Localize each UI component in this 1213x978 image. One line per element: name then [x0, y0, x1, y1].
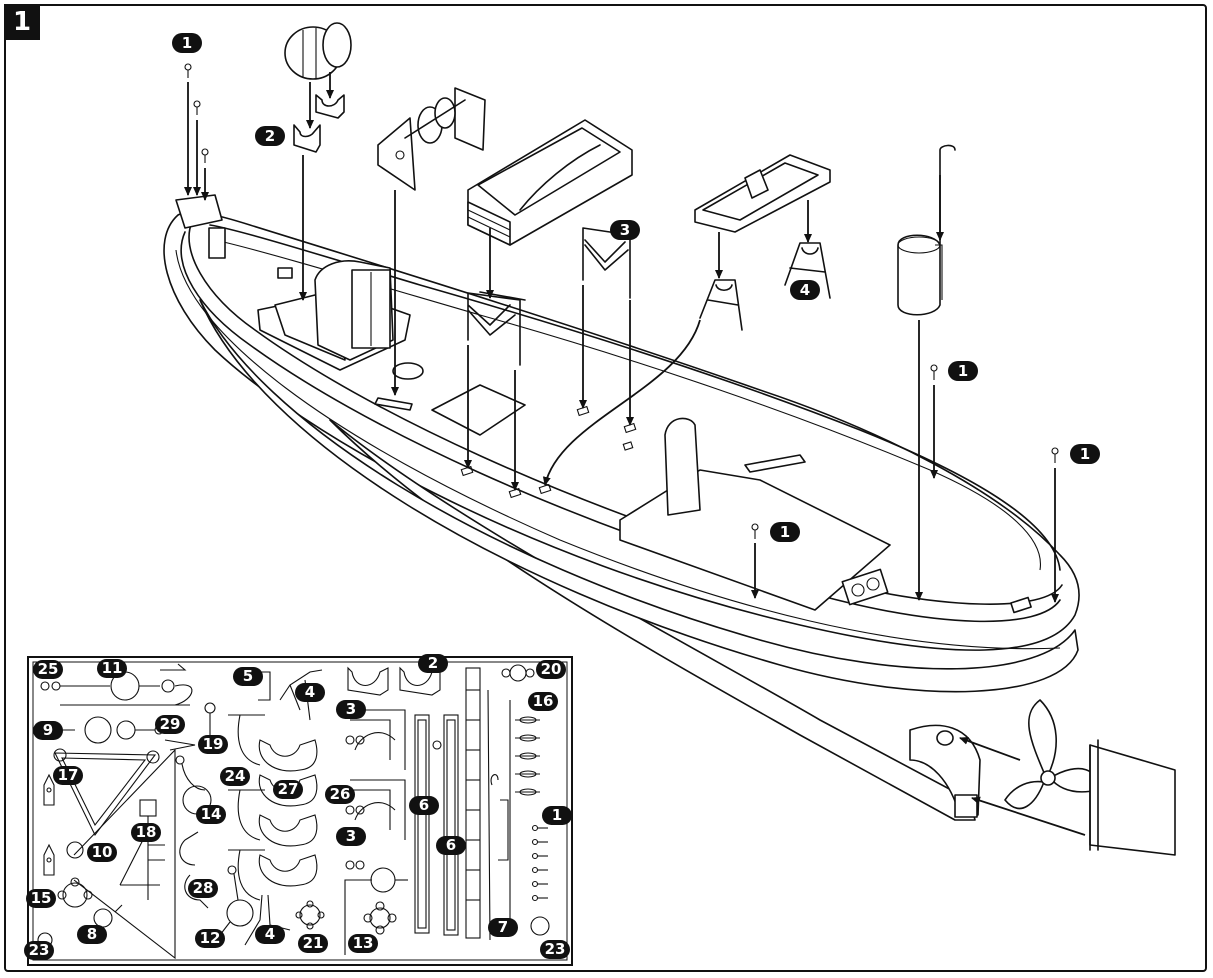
svg-text:19: 19 — [203, 735, 224, 753]
sprue-callout-8: 8 — [77, 925, 107, 944]
instruction-frame — [4, 4, 1207, 972]
sprue-callout-25: 25 — [33, 660, 63, 679]
svg-text:23: 23 — [545, 940, 566, 958]
sprue-callout-13: 13 — [348, 934, 378, 953]
svg-text:3: 3 — [346, 700, 356, 718]
sprue-callout-1: 1 — [542, 806, 572, 825]
sprue-callout-28: 28 — [188, 879, 218, 898]
sprue-callout-4-top: 4 — [295, 683, 325, 702]
svg-text:28: 28 — [193, 879, 214, 897]
sprue-callouts: 25 11 5 4 2 20 16 9 29 19 3 17 24 27 1 2… — [24, 654, 572, 960]
svg-text:17: 17 — [58, 766, 79, 784]
svg-text:1: 1 — [1080, 445, 1090, 463]
svg-text:5: 5 — [243, 667, 253, 685]
sprue-callout-9: 9 — [33, 721, 63, 740]
sprue-callout-12: 12 — [195, 929, 225, 948]
svg-text:3: 3 — [346, 827, 356, 845]
svg-text:18: 18 — [136, 823, 157, 841]
main-callouts: 1 2 3 4 1 1 1 — [172, 33, 1100, 542]
sprue-callout-3-bottom: 3 — [336, 827, 366, 846]
svg-text:15: 15 — [31, 889, 52, 907]
sprue-callout-2: 2 — [418, 654, 448, 673]
svg-text:8: 8 — [87, 925, 97, 943]
propeller-icon — [1004, 699, 1099, 810]
deck-sockets — [460, 405, 637, 499]
svg-text:10: 10 — [92, 843, 113, 861]
callout-1-deck: 1 — [770, 522, 800, 542]
sprue-callout-6-right: 6 — [436, 836, 466, 855]
svg-text:24: 24 — [225, 767, 246, 785]
callout-2: 2 — [255, 126, 285, 146]
step-number-badge: 1 — [4, 4, 40, 40]
svg-text:23: 23 — [29, 941, 50, 959]
sprue-callout-23-left: 23 — [24, 941, 54, 960]
sprue-callout-14: 14 — [196, 805, 226, 824]
svg-text:1: 1 — [182, 34, 192, 52]
sprue-callout-26: 26 — [325, 785, 355, 804]
svg-text:1: 1 — [780, 523, 790, 541]
svg-text:25: 25 — [38, 660, 59, 678]
sprue-callout-20: 20 — [536, 660, 566, 679]
parts-sprue-icon — [27, 656, 573, 966]
sprue-callout-19: 19 — [198, 735, 228, 754]
svg-text:6: 6 — [419, 796, 429, 814]
eye-pin-icon — [184, 63, 1059, 539]
svg-text:3: 3 — [620, 221, 630, 239]
callout-3: 3 — [610, 220, 640, 240]
svg-text:7: 7 — [498, 918, 508, 936]
svg-text:9: 9 — [43, 721, 53, 739]
svg-text:20: 20 — [541, 660, 562, 678]
sprue-callout-3-top: 3 — [336, 700, 366, 719]
callout-1-bow: 1 — [172, 33, 202, 53]
sprue-callout-27: 27 — [273, 780, 303, 799]
svg-text:1: 1 — [552, 806, 562, 824]
svg-text:4: 4 — [265, 925, 275, 943]
sprue-callout-23-right: 23 — [540, 940, 570, 959]
svg-text:27: 27 — [278, 780, 299, 798]
saddle-bracket-icon — [293, 94, 345, 153]
svg-text:26: 26 — [330, 785, 351, 803]
svg-text:2: 2 — [428, 654, 438, 672]
assembly-arrows — [184, 72, 1086, 836]
sprue-callout-17: 17 — [53, 766, 83, 785]
svg-text:29: 29 — [160, 715, 181, 733]
svg-text:21: 21 — [303, 934, 324, 952]
sprue-callout-6-left: 6 — [409, 796, 439, 815]
winch-icon — [377, 87, 486, 191]
svg-text:16: 16 — [533, 692, 554, 710]
svg-text:2: 2 — [265, 127, 275, 145]
exhaust-stack-icon — [897, 144, 956, 316]
svg-text:4: 4 — [800, 281, 810, 299]
sprue-callout-15: 15 — [26, 889, 56, 908]
lifeboat-davit-icon — [694, 154, 831, 331]
sprue-callout-10: 10 — [87, 843, 117, 862]
callout-1-starboard: 1 — [948, 361, 978, 381]
fish-hold-box-icon — [467, 119, 633, 246]
svg-text:4: 4 — [305, 683, 315, 701]
svg-text:12: 12 — [200, 929, 221, 947]
svg-text:1: 1 — [958, 362, 968, 380]
svg-text:13: 13 — [353, 934, 374, 952]
sprue-callout-24: 24 — [220, 767, 250, 786]
svg-text:14: 14 — [201, 805, 222, 823]
svg-text:6: 6 — [446, 836, 456, 854]
rudder-icon — [1089, 739, 1176, 856]
boat-hull-icon — [163, 194, 1080, 821]
callout-4: 4 — [790, 280, 820, 300]
sprue-callout-7: 7 — [488, 918, 518, 937]
sprue-callout-4-bottom: 4 — [255, 925, 285, 944]
life-buoy-drum-icon — [284, 22, 352, 80]
sprue-callout-11: 11 — [97, 659, 127, 678]
sprue-callout-16: 16 — [528, 692, 558, 711]
sprue-callout-5: 5 — [233, 667, 263, 686]
sprue-callout-21: 21 — [298, 934, 328, 953]
sprue-callout-29: 29 — [155, 715, 185, 734]
callout-1-stern: 1 — [1070, 444, 1100, 464]
svg-text:11: 11 — [102, 659, 123, 677]
sprue-callout-18: 18 — [131, 823, 161, 842]
